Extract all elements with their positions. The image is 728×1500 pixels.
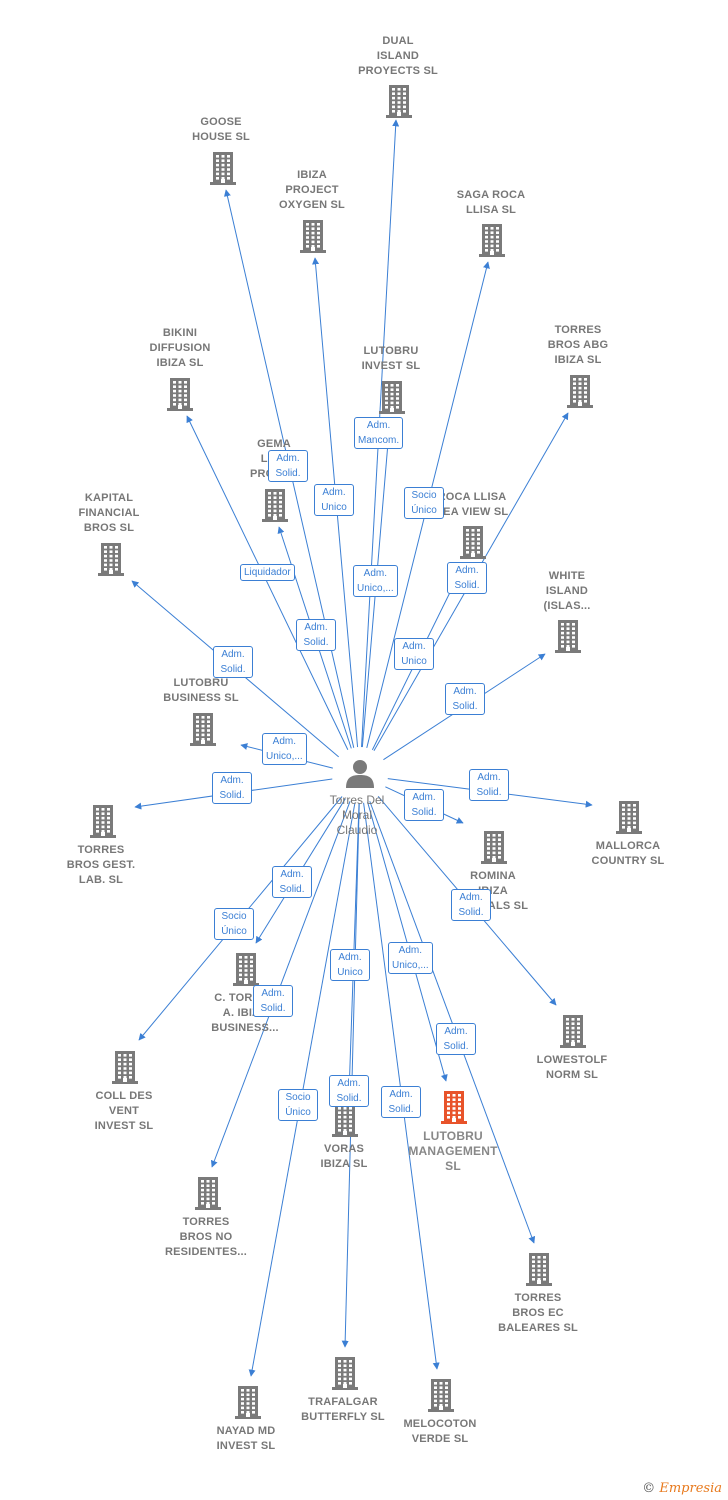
relation-label-lutbusiness[interactable]: Adm. Unico,...: [262, 733, 307, 765]
relation-label-goose[interactable]: Adm. Solid.: [268, 450, 308, 482]
company-label-ibizaproj[interactable]: IBIZA PROJECT OXYGEN SL: [279, 169, 345, 211]
company-label-saga[interactable]: SAGA ROCA LLISA SL: [456, 189, 526, 216]
relation-label-white[interactable]: Adm. Solid.: [445, 683, 485, 715]
relation-label-lutinvest[interactable]: Adm. Unico,...: [353, 565, 398, 597]
relation-label-bikini[interactable]: Liquidador: [240, 564, 295, 581]
company-label-trafalgar[interactable]: TRAFALGAR BUTTERFLY SL: [301, 1396, 385, 1423]
edge-bikini: [186, 415, 349, 750]
company-label-lutmanag[interactable]: LUTOBRU MANAGEMENT SL: [408, 1129, 498, 1173]
building-icon[interactable]: [298, 219, 328, 253]
building-icon[interactable]: [231, 952, 261, 986]
company-label-kapital[interactable]: KAPITAL FINANCIAL BROS SL: [78, 492, 140, 534]
relation-label-rocasea[interactable]: Adm. Unico: [394, 638, 434, 670]
building-icon[interactable]: [458, 525, 488, 559]
edge-melocoton: [363, 802, 440, 1370]
relation-label-dual[interactable]: Adm. Mancom.: [354, 417, 404, 449]
company-label-goose[interactable]: GOOSE HOUSE SL: [192, 116, 250, 143]
building-icon[interactable]: [330, 1356, 360, 1390]
building-icon[interactable]: [88, 804, 118, 838]
building-icon[interactable]: [233, 1385, 263, 1419]
company-label-torresgest[interactable]: TORRES BROS GEST. LAB. SL: [66, 844, 136, 886]
relation-label-gema[interactable]: Adm. Solid.: [296, 619, 336, 651]
company-label-colldes[interactable]: COLL DES VENT INVEST SL: [94, 1090, 154, 1132]
building-icon[interactable]: [96, 542, 126, 576]
building-icon[interactable]: [208, 151, 238, 185]
center-person-name[interactable]: Torres Del Moral Claudio: [329, 793, 385, 837]
company-label-lowestolf[interactable]: LOWESTOLF NORM SL: [536, 1054, 608, 1081]
relation-label-torresabg[interactable]: Adm. Solid.: [447, 562, 487, 594]
company-label-torresnores[interactable]: TORRES BROS NO RESIDENTES...: [164, 1216, 248, 1258]
building-icon[interactable]: [426, 1378, 456, 1412]
relation-label-voras[interactable]: Adm. Unico: [330, 949, 370, 981]
relation-label-torresnores[interactable]: Adm. Solid.: [253, 985, 293, 1017]
building-icon[interactable]: [524, 1252, 554, 1286]
building-icon[interactable]: [565, 374, 595, 408]
edge-voras: [345, 802, 360, 1095]
relation-label-torresgest[interactable]: Adm. Solid.: [212, 772, 252, 804]
company-label-mallorca[interactable]: MALLORCA COUNTRY SL: [591, 840, 665, 867]
relation-label-melocoton[interactable]: Adm. Solid.: [381, 1086, 421, 1118]
building-icon[interactable]: [188, 712, 218, 746]
building-icon[interactable]: [330, 1103, 360, 1137]
company-label-torresec[interactable]: TORRES BROS EC BALEARES SL: [498, 1292, 578, 1334]
relation-label-saga[interactable]: Socio Único: [404, 487, 444, 519]
building-icon[interactable]: [553, 619, 583, 653]
relation-label-torresec[interactable]: Adm. Unico,...: [388, 942, 433, 974]
copyright-symbol: ©: [642, 1481, 656, 1496]
edge-torresnores: [210, 801, 351, 1168]
building-icon[interactable]: [614, 800, 644, 834]
company-label-torresabg[interactable]: TORRES BROS ABG IBIZA SL: [547, 324, 609, 366]
building-icon[interactable]: [384, 84, 414, 118]
edge-torresec: [369, 801, 536, 1244]
brand-name: Empresia: [659, 1481, 722, 1496]
edge-trafalgar: [341, 802, 360, 1348]
relation-label-romina[interactable]: Adm. Solid.: [404, 789, 444, 821]
relation-label-mallorca[interactable]: Adm. Solid.: [469, 769, 509, 801]
relation-label-trafalgar[interactable]: Adm. Solid.: [329, 1075, 369, 1107]
person-icon[interactable]: [344, 757, 376, 789]
company-label-melocoton[interactable]: MELOCOTON VERDE SL: [403, 1418, 477, 1445]
building-icon[interactable]: [558, 1014, 588, 1048]
building-icon[interactable]: [110, 1050, 140, 1084]
footer-brand[interactable]: © Empresia: [642, 1481, 722, 1496]
company-label-dual[interactable]: DUAL ISLAND PROYECTS SL: [358, 35, 438, 77]
building-icon[interactable]: [165, 377, 195, 411]
building-icon[interactable]: [260, 488, 290, 522]
company-label-lutinvest[interactable]: LUTOBRU INVEST SL: [361, 345, 421, 372]
building-icon[interactable]: [193, 1176, 223, 1210]
building-icon[interactable]: [477, 223, 507, 257]
relation-label-ctorres[interactable]: Adm. Solid.: [272, 866, 312, 898]
building-icon[interactable]: [377, 380, 407, 414]
edge-lutmanag: [367, 801, 448, 1082]
relation-label-kapital[interactable]: Adm. Solid.: [213, 646, 253, 678]
relation-label-colldes[interactable]: Socio Único: [214, 908, 254, 940]
company-label-white[interactable]: WHITE ISLAND (ISLAS...: [543, 570, 591, 612]
relation-label-lutmanag[interactable]: Adm. Solid.: [436, 1023, 476, 1055]
company-label-voras[interactable]: VORAS IBIZA SL: [320, 1143, 368, 1170]
relation-label-ibizaproj[interactable]: Adm. Unico: [314, 484, 354, 516]
building-icon[interactable]: [479, 830, 509, 864]
building-icon[interactable]: [439, 1090, 469, 1124]
company-label-lutbusiness[interactable]: LUTOBRU BUSINESS SL: [163, 677, 239, 704]
relation-label-nayad[interactable]: Socio Único: [278, 1089, 318, 1121]
company-label-bikini[interactable]: BIKINI DIFFUSION IBIZA SL: [149, 327, 211, 369]
company-label-nayad[interactable]: NAYAD MD INVEST SL: [216, 1425, 276, 1452]
relation-label-lowestolf[interactable]: Adm. Solid.: [451, 889, 491, 921]
